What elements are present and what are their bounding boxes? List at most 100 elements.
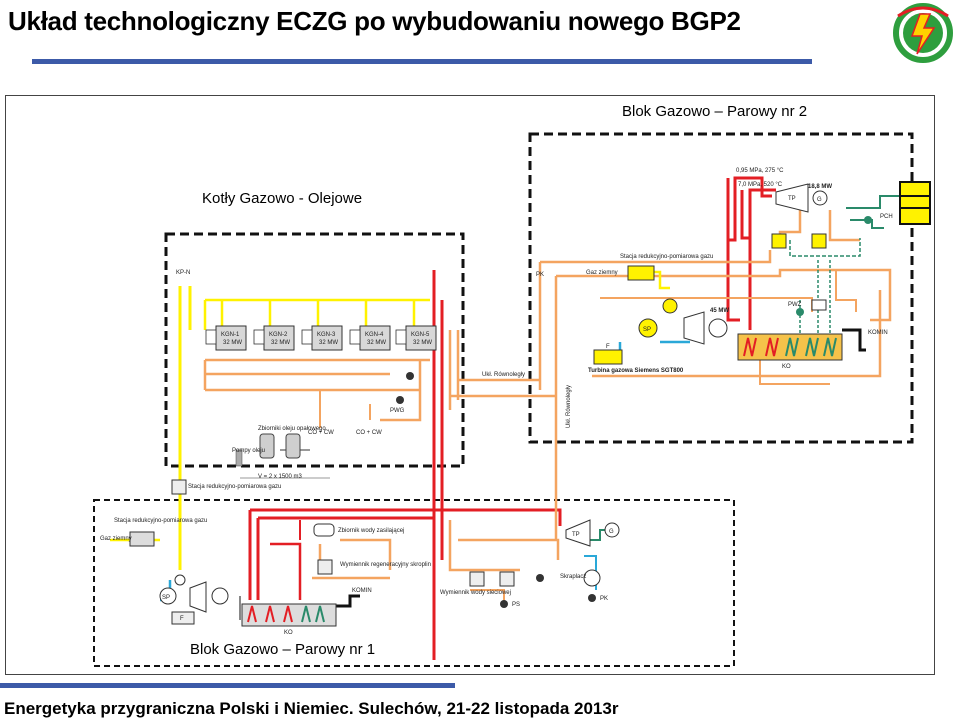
label-steam-params-1: 0,95 MPa, 275 °C [736,168,784,174]
label-chimney-top: KOMIN [868,330,888,336]
label-regen-exchanger: Wymiennik regeneracyjny skroplin [340,562,431,568]
cooling-tower-2 [899,181,931,225]
label-pwz: PWZ [788,302,802,308]
compressor-1 [159,587,177,605]
network-heat-exchanger-1a [469,571,485,587]
generator-2-steam [812,190,828,206]
footer-rule [0,683,455,688]
air-filter-1 [171,611,195,625]
boiler-kgn-4 [349,325,391,351]
pump-pwz-2 [796,308,804,316]
bgp1-equipment [129,519,620,627]
label-tank-volume: V = 2 x 1500 m3 [258,474,303,480]
boiler-kgn-1 [205,325,247,351]
combustor-1 [174,574,186,586]
label-chimney-bottom: KOMIN [352,588,372,594]
label-network-exchanger: Wymiennik wody sieciowej [440,590,511,596]
label-co-cw-1: CO + CW [308,430,334,436]
label-steam-params-2: 7,0 MPa, 520 °C [738,182,783,188]
boilers-equipment [171,325,437,495]
label-filter-1: F [180,616,184,622]
label-ko-2: KO [782,364,791,370]
label-g-2: G [817,197,822,203]
label-pch: PCH [880,214,893,220]
steam-turbine-2 [775,183,809,213]
label-natural-gas-top: Gaz ziemny [586,270,618,276]
label-fuel-tanks: Zbiorniki oleju opałowego [258,426,326,432]
label-tp-1: TP [572,532,580,538]
diagram-frame [5,95,935,675]
regen-heat-exchanger-1 [317,559,333,575]
boilers-region-label: Kotły Gazowo - Olejowe [202,190,363,207]
combustor-2 [662,298,678,314]
pump-pch-2 [864,216,872,224]
label-boiler-power-5: 32 MW [413,340,432,346]
regen-heat-exchanger-2a [771,233,787,249]
condenser-1 [583,569,601,587]
label-gas-station-mid: Stacja redukcyjno-pomiarowa gazu [188,484,281,490]
label-pwg: PWG [390,408,405,414]
pump-bgp1 [536,574,544,582]
label-g-1: G [609,529,614,535]
boiler-kgn-5 [395,325,437,351]
label-natural-gas-bottom: Gaz ziemny [100,536,132,542]
pump-ps-1 [500,600,508,608]
label-boiler-power-3: 32 MW [319,340,338,346]
boiler-kgn-3 [301,325,343,351]
company-logo [893,3,953,63]
label-steam-turbine-power: 18,8 MW [808,184,832,190]
label-condensate: Skraplacz [560,574,586,580]
air-filter-2 [593,349,623,365]
label-gas-station-bottom: Stacja redukcyjno-pomiarowa gazu [114,518,207,524]
label-kgn-3: KGN-3 [317,332,336,338]
label-kgn-1: KGN-1 [221,332,240,338]
tank-2 [811,299,827,311]
bgp2-piping [538,176,902,440]
label-ps: PS [512,602,520,608]
oil-tank-2 [285,433,301,459]
label-co-cw-2: CO + CW [356,430,382,436]
steam-turbine-1 [565,519,591,547]
label-filter-2: F [606,344,610,350]
label-kgn-4: KGN-4 [365,332,384,338]
label-parallel-unit-1: Ukł. Równoległy [482,372,525,378]
label-boiler-power-4: 32 MW [367,340,386,346]
oil-tank-1 [259,433,275,459]
boilers-region [164,232,465,468]
bgp1-region-label: Blok Gazowo – Parowy nr 1 [190,641,376,658]
label-boiler-power-2: 32 MW [271,340,290,346]
water-tank-1 [313,523,335,537]
gas-turbine-2 [683,311,705,345]
boilers-piping [178,270,556,660]
label-kgn-5: KGN-5 [411,332,430,338]
label-oil-pumps: Pompy oleju [232,448,265,454]
bgp2-region [528,132,914,444]
label-pk-1: PK [600,596,608,602]
label-tp-2: TP [788,196,796,202]
label-kp: KP-N [176,270,190,276]
label-gas-station-top: Stacja redukcyjno-pomiarowa gazu [620,254,713,260]
boiler-kgn-2 [253,325,295,351]
bgp1-region [93,499,735,667]
label-boiler-power-1: 32 MW [223,340,242,346]
page-title: Układ technologiczny ECZG po wybudowaniu… [8,6,741,36]
label-parallel-unit-2: Ukł. Równoległy [566,385,572,428]
label-sp-2: SP [643,327,651,333]
generator-1-steam [604,522,620,538]
regen-heat-exchanger-2b [811,233,827,249]
pump-kp [406,372,414,380]
generator-2-gas [708,318,728,338]
bgp2-equipment [593,181,931,365]
oil-pump-station [235,449,243,467]
gas-turbine-1 [189,581,207,613]
compressor-2 [638,318,658,338]
gas-reduction-station-1 [129,531,155,547]
label-sp-1: SP [162,595,170,601]
gas-reduction-station-2 [627,265,655,281]
label-ko-1: KO [284,630,293,636]
generator-1-gas [211,587,229,605]
label-gas-turbine-name: Turbina gazowa Siemens SGT800 [588,368,684,374]
bgp2-region-label: Blok Gazowo – Parowy nr 2 [622,103,808,120]
pump-pk-1 [588,594,596,602]
